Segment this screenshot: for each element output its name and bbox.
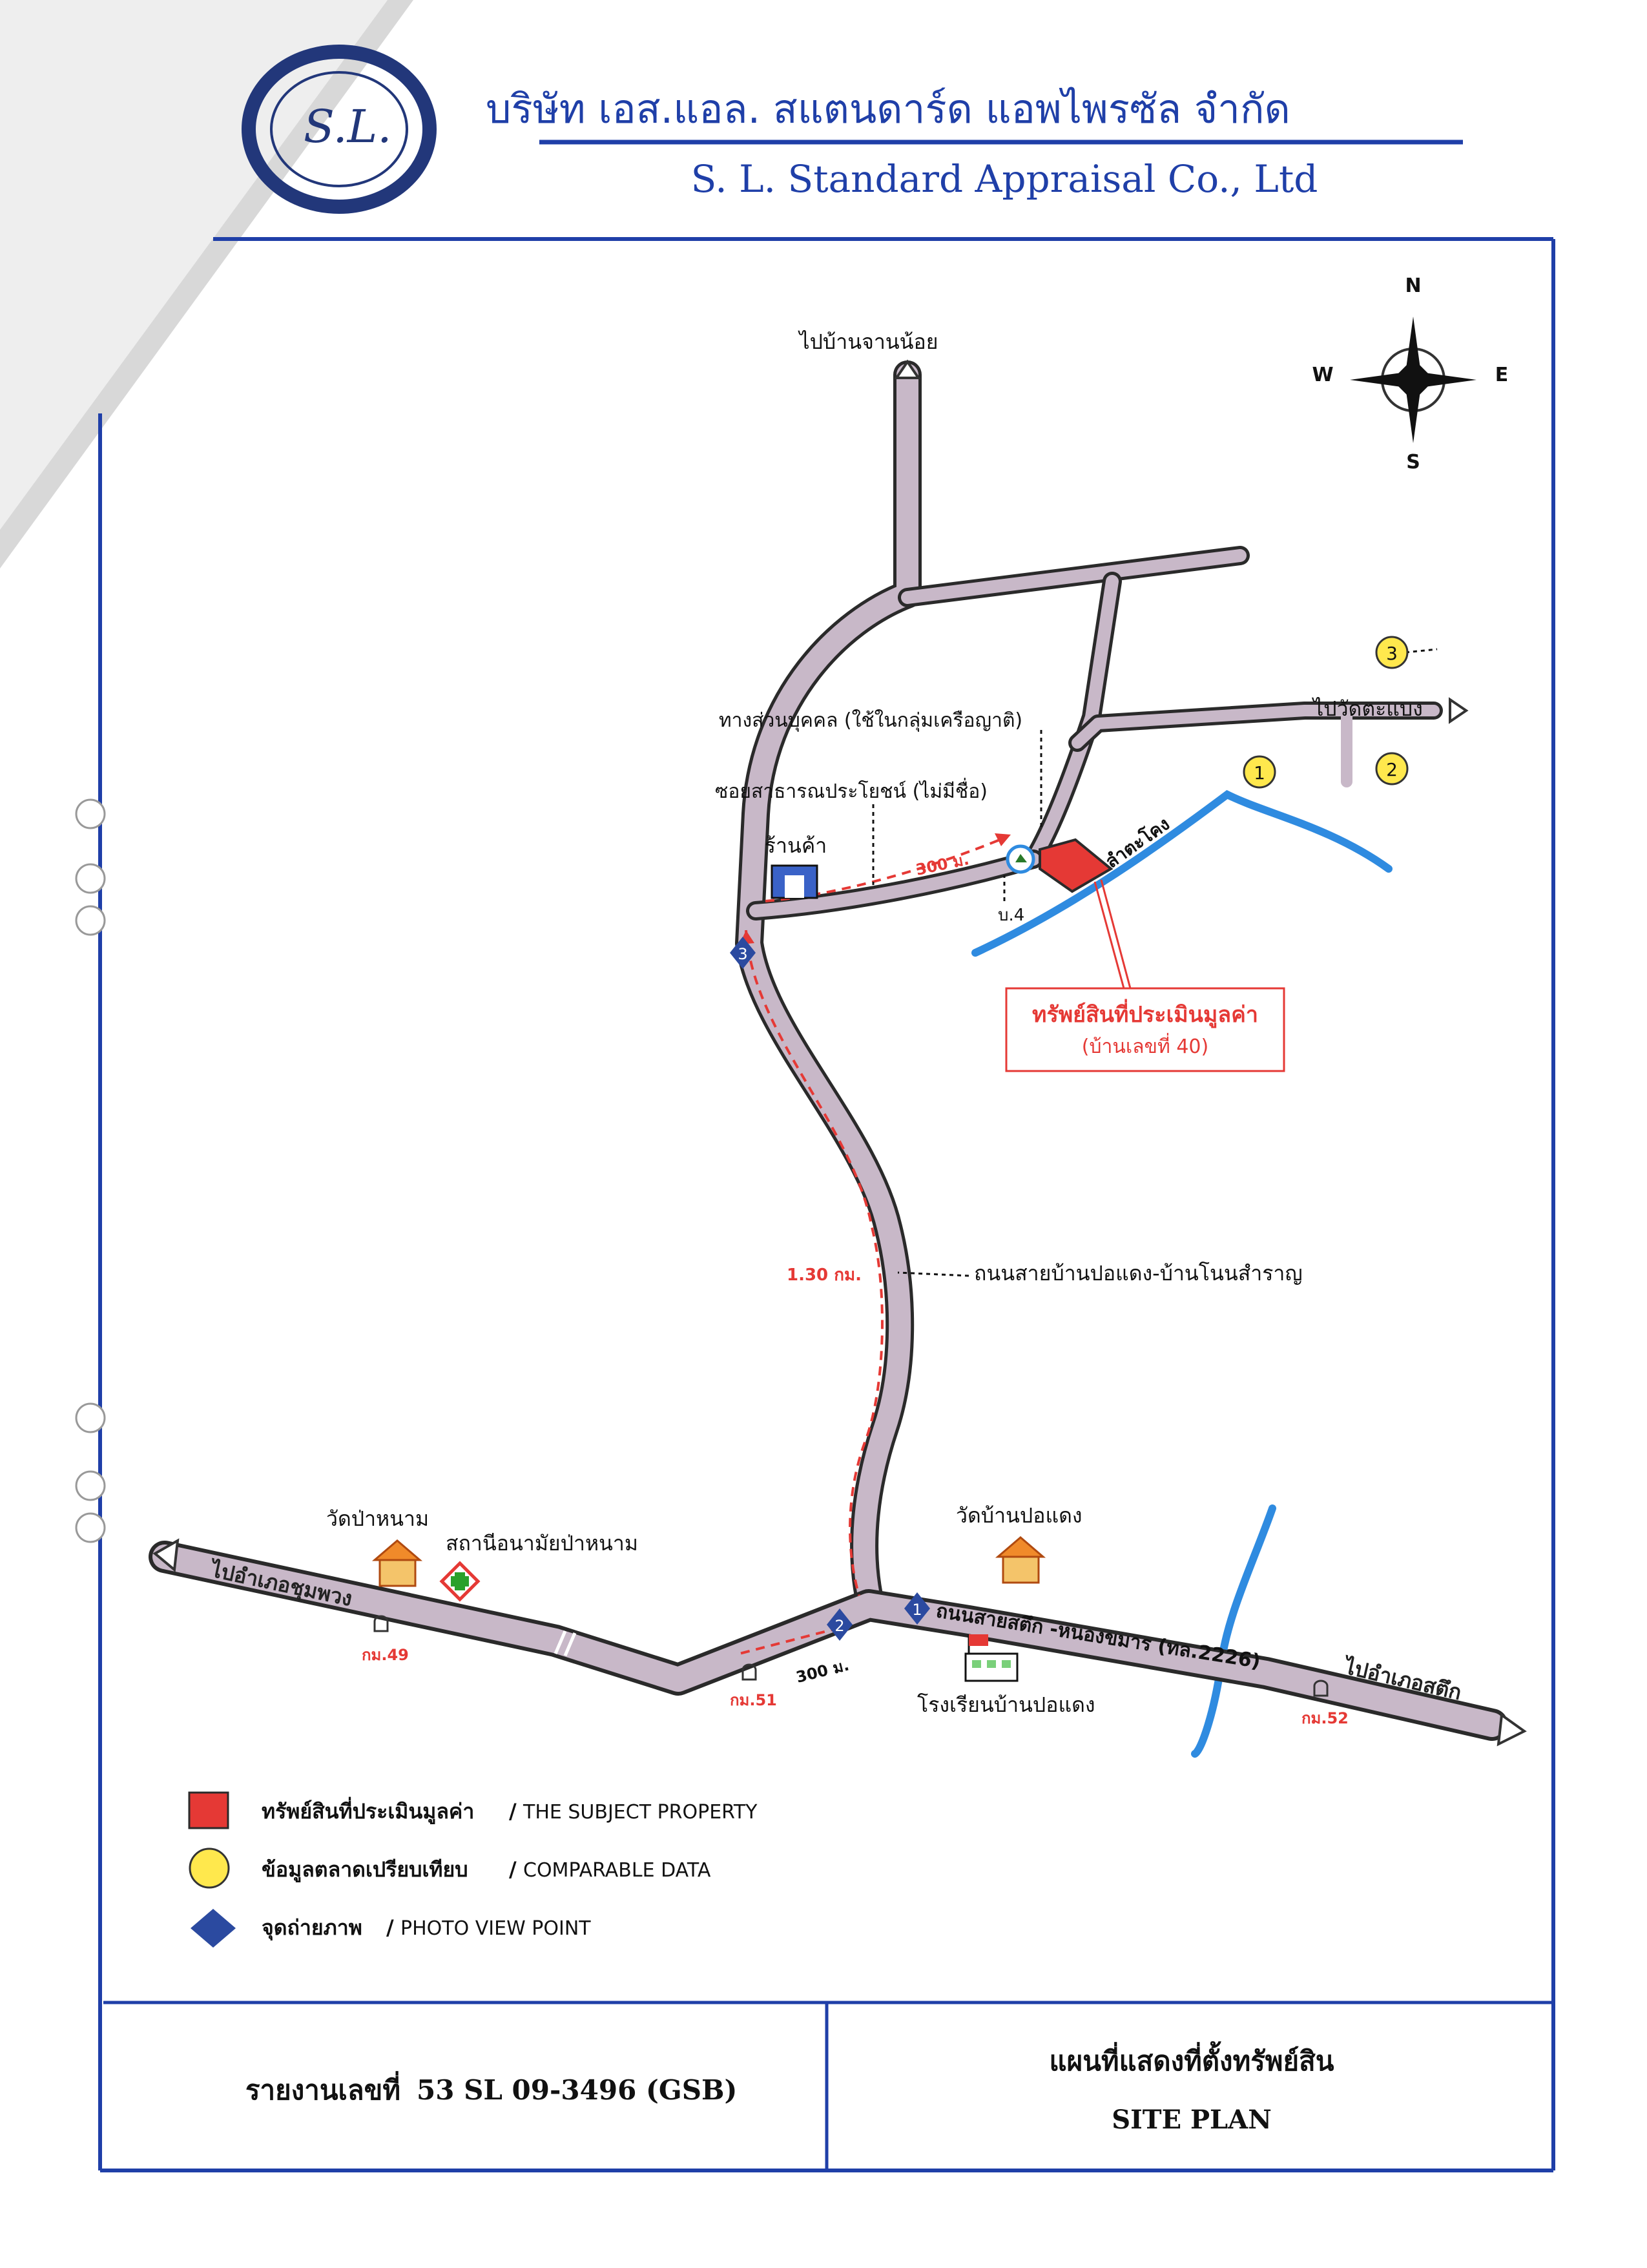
legend-subject-swatch <box>188 1791 229 1829</box>
km-post-icon <box>1313 1680 1329 1697</box>
comparable-marker-2: 2 <box>1375 752 1409 785</box>
km-post-icon <box>741 1663 757 1681</box>
shop-icon <box>771 864 818 899</box>
subject-property-callout: ทรัพย์สินที่ประเมินมูลค่า (บ้านเลขที่ 40… <box>1005 987 1285 1072</box>
legend: ทรัพย์สินที่ประเมินมูลค่า / THE SUBJECT … <box>188 1791 758 1948</box>
temple-icon <box>995 1536 1046 1584</box>
site-plan-title-thai: แผนที่แสดงที่ตั้งทรัพย์สิน <box>1050 2041 1334 2077</box>
comparable-number: 2 <box>1386 759 1398 780</box>
photo-point-number: 2 <box>834 1617 844 1635</box>
footer-title-block: รายงานเลขที่ 53 SL 09-3496 (GSB) แผนที่แ… <box>245 2041 1334 2135</box>
legend-photo-en: PHOTO VIEW POINT <box>400 1917 591 1940</box>
map-frame <box>98 237 1555 2172</box>
compass-south-label: S <box>1406 451 1420 473</box>
label-distance-300m-lower: 300 ม. <box>794 1656 851 1686</box>
school-icon <box>964 1634 1019 1682</box>
photo-point-3: 3 <box>730 937 756 969</box>
label-to-ban-chan-noi: ไปบ้านจานน้อย <box>798 329 938 354</box>
label-shop: ร้านค้า <box>765 833 827 858</box>
label-wat-pa-hanam: วัดป่าหนาม <box>326 1506 429 1531</box>
label-private-way: ทางส่วนบุคคล (ใช้ในกลุ่มเครือญาติ) <box>719 709 1022 733</box>
site-plan-title-english: SITE PLAN <box>1112 2105 1272 2135</box>
km-post-icon <box>373 1615 389 1632</box>
legend-separator: / <box>386 1915 394 1940</box>
legend-separator: / <box>509 1857 517 1882</box>
legend-separator: / <box>509 1799 517 1824</box>
folded-page-corner <box>0 0 413 568</box>
legend-photo-swatch <box>191 1909 236 1948</box>
label-health-station: สถานีอนามัยป่าหนาม <box>446 1531 638 1555</box>
legend-photo-th: จุดถ่ายภาพ <box>262 1915 362 1941</box>
label-wat-ban-po-daeng: วัดบ้านปอแดง <box>956 1503 1082 1528</box>
label-distance-1-30km: 1.30 กม. <box>787 1265 862 1285</box>
subject-property-parcel <box>1006 838 1114 893</box>
report-number: 53 SL 09-3496 (GSB) <box>417 2074 737 2106</box>
photo-point-2: 2 <box>827 1608 853 1641</box>
comparable-marker-3: 3 <box>1375 636 1409 669</box>
logo-text: S.L. <box>304 100 391 153</box>
compass-west-label: W <box>1312 364 1333 386</box>
legend-comparable-th: ข้อมูลตลาดเปรียบเทียบ <box>262 1857 468 1883</box>
photo-point-1: 1 <box>904 1592 930 1625</box>
legend-subject-en: THE SUBJECT PROPERTY <box>523 1801 758 1824</box>
comparable-number: 1 <box>1254 762 1265 784</box>
north-arrow-compass: N S W E <box>1312 275 1508 473</box>
company-name-english: S. L. Standard Appraisal Co., Ltd <box>691 157 1318 201</box>
binder-holes <box>75 798 106 1543</box>
subject-title: ทรัพย์สินที่ประเมินมูลค่า <box>1032 999 1258 1028</box>
label-km52: กม.52 <box>1301 1709 1349 1727</box>
company-logo: S.L. <box>242 45 437 214</box>
subject-callout-lines <box>1093 879 1132 989</box>
route-dashed-lines <box>739 835 1008 1655</box>
road-network <box>149 360 1508 1741</box>
label-road-name: ถนนสายบ้านปอแดง-บ้านโนนสำราญ <box>974 1261 1303 1285</box>
comparable-number: 3 <box>1386 643 1398 664</box>
compass-east-label: E <box>1495 364 1509 386</box>
pointer-lines <box>872 648 1438 1277</box>
subject-house-number: (บ้านเลขที่ 40) <box>1082 1033 1208 1058</box>
road-break-marks <box>554 1630 577 1656</box>
label-public-soi: ซอยสาธารณประโยชน์ (ไม่มีชื่อ) <box>715 778 988 803</box>
label-km49: กม.49 <box>362 1646 409 1664</box>
label-to-wat-ta-baeng: ไปวัดตะแบง <box>1311 696 1423 721</box>
health-station-icon <box>439 1561 481 1602</box>
comparable-marker-1: 1 <box>1243 755 1276 789</box>
legend-subject-th: ทรัพย์สินที่ประเมินมูลค่า <box>262 1796 474 1825</box>
compass-north-label: N <box>1405 275 1421 297</box>
label-school: โรงเรียนบ้านปอแดง <box>917 1692 1095 1717</box>
label-to-chumphuang: ไปอำเภอชุมพวง <box>207 1557 355 1612</box>
km-post-icons <box>373 1615 1329 1697</box>
photo-point-number: 3 <box>738 945 747 963</box>
report-number-label: รายงานเลขที่ <box>245 2071 400 2106</box>
legend-comparable-swatch <box>189 1847 230 1889</box>
photo-point-number: 1 <box>912 1601 922 1619</box>
company-name-thai: บริษัท เอส.แอล. สแตนดาร์ด แอพไพรซัล จำกั… <box>486 85 1290 132</box>
legend-comparable-en: COMPARABLE DATA <box>523 1859 711 1882</box>
road-end-arrows <box>152 359 1527 1747</box>
temple-icon <box>371 1539 423 1587</box>
label-ban-4: บ.4 <box>998 906 1024 925</box>
label-km51: กม.51 <box>730 1691 777 1709</box>
